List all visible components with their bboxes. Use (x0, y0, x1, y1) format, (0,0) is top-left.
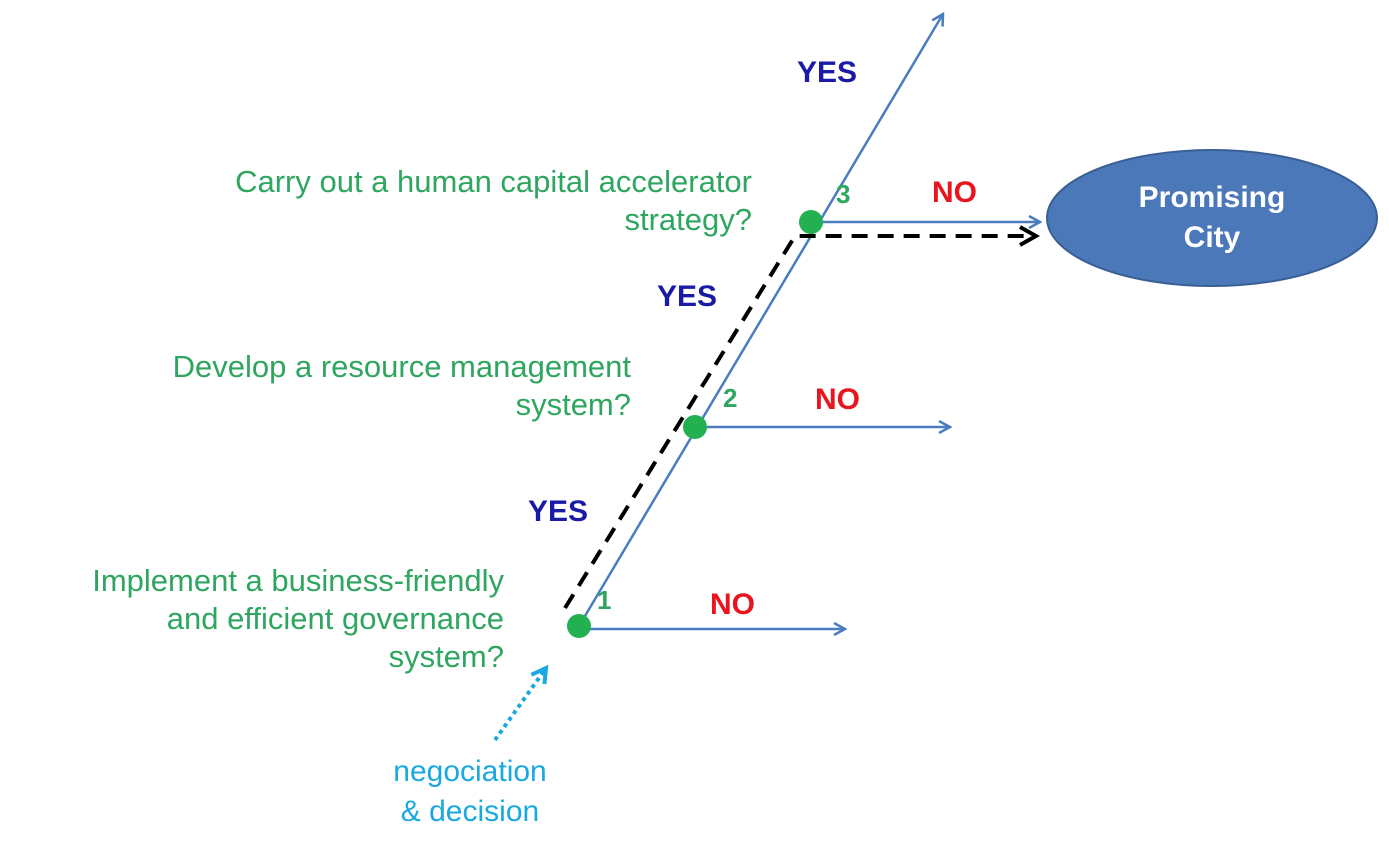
no-label-2: NO (815, 383, 860, 416)
no-label-3: NO (932, 176, 977, 209)
yes-label-1: YES (528, 495, 589, 528)
question-1-line-3: system? (388, 639, 504, 674)
node-number-2: 2 (723, 383, 738, 413)
outcome-line-2: City (1183, 221, 1241, 254)
question-1-line-1: Implement a business-friendly (92, 563, 504, 598)
input-line-2: & decision (400, 795, 540, 828)
question-2-line-1: Develop a resource management (172, 349, 631, 384)
yes-path-line (577, 14, 943, 627)
question-2: Develop a resource management system? (173, 348, 631, 424)
yes-label-3: YES (797, 56, 858, 89)
no-label-1: NO (710, 588, 755, 621)
input-dotted-arrow (493, 668, 546, 742)
decision-node-3 (799, 210, 823, 234)
input-line-1: negociation (393, 755, 547, 788)
question-1: Implement a business-friendly and effici… (92, 562, 504, 676)
question-2-line-2: system? (515, 387, 631, 422)
outcome-line-1: Promising (1138, 181, 1286, 214)
chosen-path-dashed (563, 236, 1036, 610)
decision-node-1 (567, 614, 591, 638)
question-3: Carry out a human capital accelerator st… (235, 163, 752, 239)
node-number-1: 1 (597, 585, 612, 615)
decision-node-2 (683, 415, 707, 439)
yes-label-2: YES (657, 280, 718, 313)
question-3-line-2: strategy? (624, 202, 752, 237)
node-number-3: 3 (836, 179, 851, 209)
question-3-line-1: Carry out a human capital accelerator (235, 164, 752, 199)
question-1-line-2: and efficient governance (166, 601, 504, 636)
promising-city-label: Promising City (1112, 178, 1312, 258)
promising-city-ellipse (1046, 149, 1378, 287)
negotiation-decision-label: negociation & decision (370, 752, 570, 832)
